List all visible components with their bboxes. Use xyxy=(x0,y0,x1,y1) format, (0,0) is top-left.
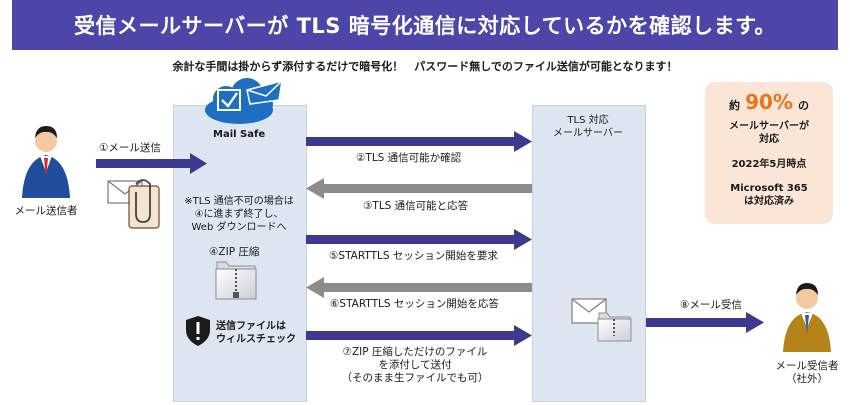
step6-label: ⑥STARTTLS セッション開始を応答 xyxy=(330,298,499,310)
callout-line2: メールサーバーが 対応 xyxy=(729,121,809,145)
arrow-step6 xyxy=(306,277,532,298)
callout-suffix: の xyxy=(798,99,810,112)
receiver-person-icon xyxy=(783,283,831,352)
tls-server-panel xyxy=(532,105,646,402)
subtitle: 余計な手間は掛からず添付するだけで暗号化！ パスワード無しでのファイル送信が可能… xyxy=(172,60,678,73)
sender-person-icon xyxy=(22,126,70,198)
callout-prefix: 約 xyxy=(728,99,740,112)
sender-label: メール送信者 xyxy=(14,205,78,217)
adoption-callout: 約 90% の メールサーバーが 対応 2022年5月時点 Microsoft … xyxy=(705,82,833,224)
callout-headline: 約 90% の xyxy=(705,90,833,114)
step7-label: ⑦ZIP 圧縮しただけのファイル を添付して送付 （そのまま生ファイルでも可） xyxy=(341,346,489,384)
server-mail-zip-icon xyxy=(571,298,632,342)
mailsafe-cloud-icon xyxy=(205,78,283,124)
step3-label: ③TLS 通信可能と応答 xyxy=(363,200,469,212)
virus-check-label: 送信ファイルは ウィルスチェック xyxy=(216,321,296,345)
callout-date: 2022年5月時点 xyxy=(731,159,807,170)
banner-title: 受信メールサーバーが TLS 暗号化通信に対応しているかを確認します。 xyxy=(12,0,838,50)
zip-label: ④ZIP 圧縮 xyxy=(209,246,260,258)
callout-note: Microsoft 365 は対応済み xyxy=(730,183,808,207)
callout-percent: 90% xyxy=(745,90,793,114)
mailsafe-label: Mail Safe xyxy=(213,129,266,140)
envelope-clip-icon xyxy=(107,179,160,229)
receiver-label: メール受信者 （社外） xyxy=(775,360,839,385)
tls-server-label: TLS 対応 メールサーバー xyxy=(553,115,623,139)
arrow-step1 xyxy=(96,153,207,174)
step8-label: ⑧メール受信 xyxy=(680,299,742,311)
mailsafe-note: ※TLS 通信不可の場合は ④に進まず終了し、 Web ダウンロードへ xyxy=(184,196,294,233)
arrow-step8 xyxy=(646,312,764,333)
arrow-step2 xyxy=(306,131,532,152)
shield-exclamation-icon xyxy=(186,316,210,346)
step2-label: ②TLS 通信可能か確認 xyxy=(356,152,462,164)
arrow-step3 xyxy=(306,178,532,199)
step5-label: ⑤STARTTLS セッション開始を要求 xyxy=(329,250,498,262)
step1-label: ①メール送信 xyxy=(99,142,161,154)
arrow-step7 xyxy=(306,325,532,346)
arrow-step5 xyxy=(306,229,532,250)
zip-file-icon xyxy=(215,261,257,300)
